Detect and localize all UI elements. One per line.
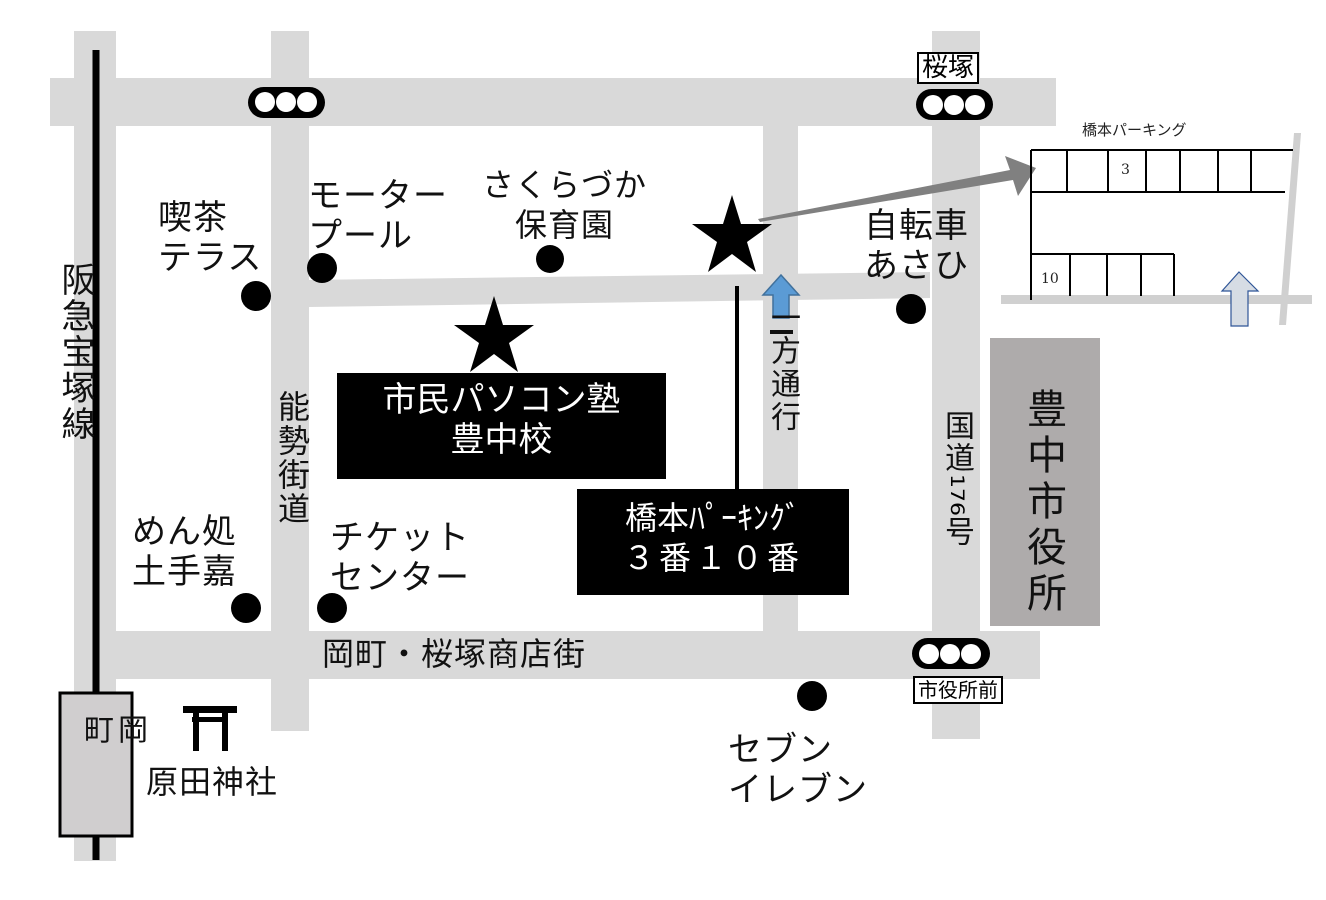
landmark-harada-jinja: 原田神社: [146, 763, 279, 801]
landmark-ticket-center-line2: センター: [330, 558, 470, 598]
pointer-arrow-icon: [758, 156, 1036, 222]
landmark-mendokoro-line2: 土手嘉: [132, 552, 237, 592]
landmark-seven-eleven-line2: イレブン: [728, 770, 868, 810]
rail-line-label: 阪急宝塚線: [55, 262, 95, 442]
landmark-mendokoro: めん処 土手嘉: [132, 512, 237, 592]
station-label-line1: 岡: [112, 714, 147, 746]
road-top: [50, 78, 1056, 126]
station-label: 岡町: [78, 714, 147, 746]
parking-slot-3: 3: [1121, 162, 1130, 178]
parking-label-line1: 橋本ﾊﾟｰｷﾝｸﾞ: [624, 499, 801, 537]
inset-street: [1001, 295, 1312, 304]
signal-icon-sakurazuka: [916, 89, 993, 120]
marker-ticket-center: [317, 593, 347, 623]
star-icon-school: [454, 296, 534, 372]
landmark-kissa-terrace: 喫茶 テラス: [158, 198, 262, 278]
landmark-seven-eleven-line1: セブン: [728, 730, 833, 770]
inset-side-street: [1279, 133, 1301, 325]
school-label-line2: 豊中校: [450, 420, 553, 460]
parking-slot-10: 10: [1041, 271, 1059, 287]
one-way-dash: [770, 330, 793, 334]
landmark-kissa-terrace-line2: テラス: [158, 238, 263, 278]
route176-bottom: 号: [939, 516, 974, 548]
landmark-hoikuen-line2: 保育園: [515, 206, 615, 244]
marker-motor-pool: [307, 253, 337, 283]
signal-label-shiyakushomae: 市役所前: [913, 676, 1003, 704]
city-hall-label: 豊中市役所: [1020, 388, 1066, 618]
route176-label: 国道 176 号: [934, 410, 978, 548]
landmark-motor-pool: モーター プール: [308, 176, 448, 256]
landmark-jitensha-asahi-line2: あさひ: [864, 246, 969, 286]
marker-hoikuen: [536, 245, 564, 273]
parking-label-line2: ３番１０番: [622, 539, 803, 577]
one-way-label-text: 一方通行: [765, 302, 800, 434]
landmark-jitensha-asahi-line1: 自転車: [864, 206, 969, 246]
school-label: 市民パソコン塾 豊中校: [337, 380, 666, 460]
road-middle: [309, 272, 930, 307]
landmark-ticket-center-line1: チケット: [330, 518, 470, 558]
station-box: [58, 691, 134, 838]
landmark-hoikuen: さくらづか 保育園: [482, 165, 647, 245]
marker-jitensha-asahi: [896, 294, 926, 324]
landmark-ticket-center: チケット センター: [330, 518, 470, 598]
city-hall-block: [990, 338, 1100, 626]
landmark-motor-pool-line1: モーター: [308, 176, 448, 216]
landmark-markers: [231, 245, 926, 711]
parking-inset-title: 橋本パーキング: [1082, 121, 1187, 139]
road-shopping-street: [116, 631, 1040, 679]
signal-label-sakurazuka: 桜塚: [917, 52, 980, 84]
road-nose-kaido: [271, 31, 309, 731]
station-label-line2: 町: [78, 714, 113, 746]
landmark-seven-eleven: セブン イレブン: [728, 730, 868, 810]
shopping-street-label: 岡町・桜塚商店街: [322, 635, 587, 673]
marker-mendokoro: [231, 593, 261, 623]
signal-icon-nw: [248, 87, 325, 118]
signal-icon-shiyakushomae: [912, 638, 990, 669]
parking-label: 橋本ﾊﾟｰｷﾝｸﾞ ３番１０番: [577, 498, 849, 578]
landmark-kissa-terrace-line1: 喫茶: [158, 198, 228, 238]
landmark-jitensha-asahi: 自転車 あさひ: [864, 206, 969, 286]
school-label-line1: 市民パソコン塾: [382, 380, 621, 420]
marker-kissa-terrace: [241, 281, 271, 311]
marker-seven-eleven: [797, 681, 827, 711]
parking-inset: [1001, 133, 1312, 325]
landmark-motor-pool-line2: プール: [308, 216, 413, 256]
nose-kaido-label: 能勢街道: [273, 390, 311, 526]
star-icon-parking: [692, 195, 772, 272]
route176-number: 176: [945, 474, 967, 516]
one-way-label: 一方通行: [765, 302, 800, 434]
landmark-mendokoro-line1: めん処: [132, 512, 237, 552]
torii-icon: [183, 706, 237, 751]
route176-top: 国道: [939, 410, 974, 474]
one-way-arrow-icon: [761, 273, 801, 319]
landmark-hoikuen-line1: さくらづか: [482, 166, 648, 204]
inset-entrance-arrow-icon: [1220, 271, 1260, 327]
road-route176: [932, 31, 980, 739]
